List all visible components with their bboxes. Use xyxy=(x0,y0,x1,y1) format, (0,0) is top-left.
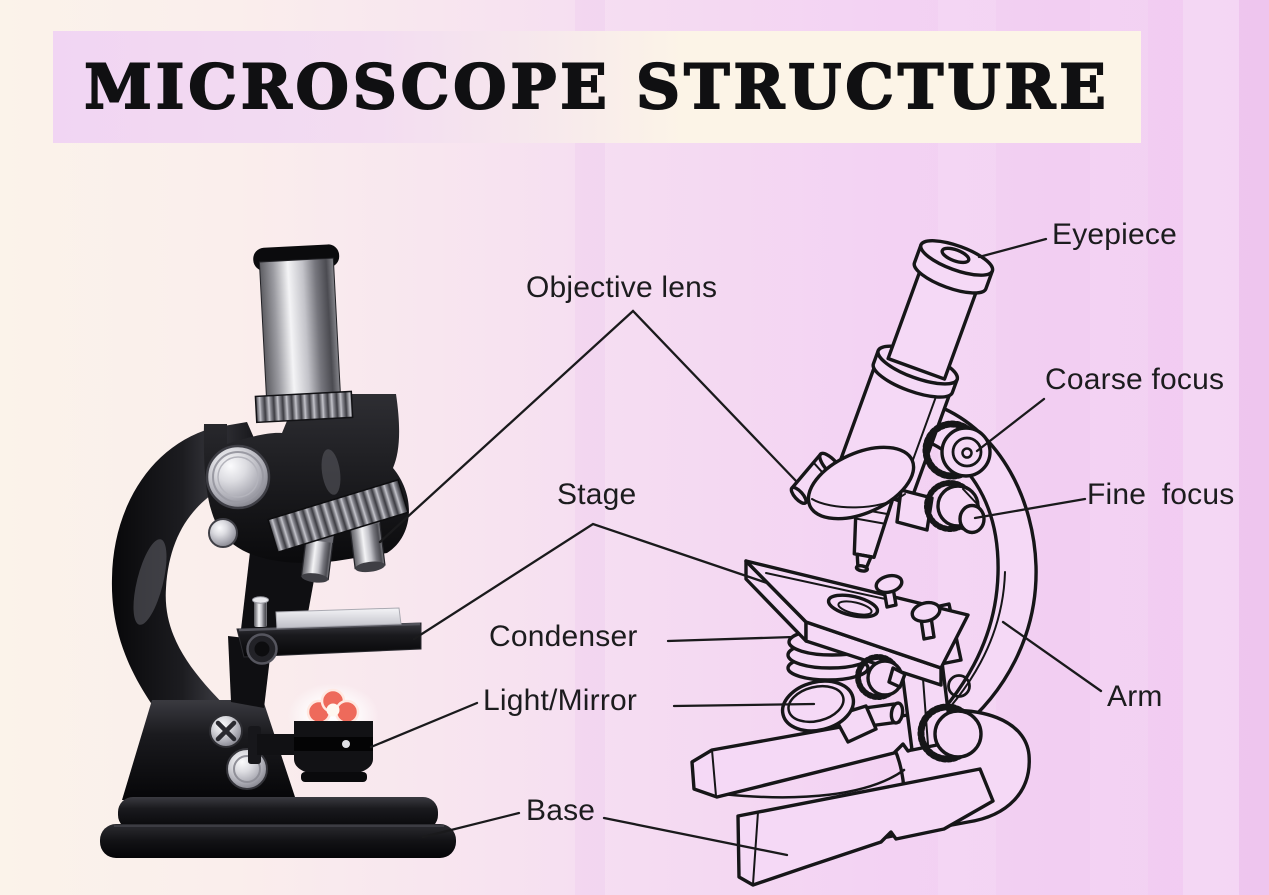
mirror-rod-cap xyxy=(889,701,905,725)
leader-condenser xyxy=(666,635,795,643)
arm-curved-body xyxy=(111,422,268,734)
eyepiece-barrel xyxy=(258,257,342,403)
leader-eyepiece xyxy=(977,237,1048,259)
coarse-knob xyxy=(940,426,992,478)
base-prong-upper-cap xyxy=(711,749,717,797)
title-banner: MICROSCOPE STRUCTURE xyxy=(53,31,1141,143)
mirror-inner xyxy=(787,684,845,724)
label-eyepiece: Eyepiece xyxy=(1052,218,1178,251)
nosepiece-disc xyxy=(806,445,916,521)
lamp-foot xyxy=(301,772,367,782)
stage-pivot-center xyxy=(254,641,270,657)
leader-objective-lens xyxy=(378,309,799,544)
stage-pin xyxy=(254,600,267,627)
label-objective-lens: Objective lens xyxy=(526,271,718,304)
fine-focus-knob xyxy=(208,518,238,548)
label-light-mirror: Light/Mirror xyxy=(483,684,638,717)
stage-pin-cap xyxy=(252,596,269,604)
stage-aperture xyxy=(826,593,880,619)
coarse-knob-dot xyxy=(961,447,973,459)
knob-ring xyxy=(217,456,259,498)
page-title: MICROSCOPE STRUCTURE xyxy=(83,51,1110,124)
stage-clip xyxy=(874,573,904,595)
lamp-dot xyxy=(342,740,350,748)
base-prong-lower xyxy=(736,767,995,887)
nosepiece-disc-line xyxy=(811,493,906,509)
knob-ring xyxy=(233,755,261,783)
glass-slide xyxy=(275,607,402,629)
leader-fine-focus xyxy=(973,497,1087,520)
leader-light-mirror xyxy=(369,701,816,749)
label-stage: Stage xyxy=(557,478,637,511)
lamp-light xyxy=(334,699,360,725)
nosepiece xyxy=(267,478,409,554)
stage-aperture-inner xyxy=(837,600,873,616)
leader-base xyxy=(421,811,789,857)
coarse-knob-ring xyxy=(951,436,983,468)
outline-microscope-illustration xyxy=(690,239,1038,887)
leader-stage xyxy=(412,522,769,641)
stage-clip xyxy=(910,600,942,624)
eyepiece-hole xyxy=(940,246,971,265)
realistic-microscope-illustration xyxy=(100,244,456,858)
arm-highlight xyxy=(133,539,167,625)
pillar-hole xyxy=(947,674,971,698)
label-condenser: Condenser xyxy=(489,620,638,653)
label-base: Base xyxy=(526,794,596,827)
label-coarse-focus: Coarse focus xyxy=(1045,363,1225,396)
lamp-arm-link xyxy=(257,734,297,755)
stage-top-edge xyxy=(238,622,421,632)
eyepiece-tube xyxy=(253,244,354,424)
screw-cross xyxy=(215,720,237,742)
leader-coarse-focus xyxy=(975,397,1046,453)
label-arm: Arm xyxy=(1107,680,1163,713)
label-fine-focus: Fine focus xyxy=(1087,478,1235,511)
joint-knob xyxy=(933,709,983,759)
base-slab-bottom xyxy=(100,824,456,858)
lamp-band xyxy=(294,737,373,751)
condenser-knob-axle xyxy=(887,666,907,689)
knurled-collar xyxy=(254,390,354,424)
leader-arm xyxy=(1001,620,1103,693)
head-highlight xyxy=(321,449,341,495)
leader-lines xyxy=(369,237,1103,857)
lamp-light-core xyxy=(326,703,340,717)
tube-yoke xyxy=(895,488,934,532)
base-inner-arch xyxy=(720,768,906,799)
coarse-focus-knob xyxy=(205,444,271,510)
base-slab-top xyxy=(118,797,438,830)
fine-knob-cap xyxy=(958,503,986,535)
stage-top-line xyxy=(765,572,891,601)
knob-ring xyxy=(212,451,264,503)
